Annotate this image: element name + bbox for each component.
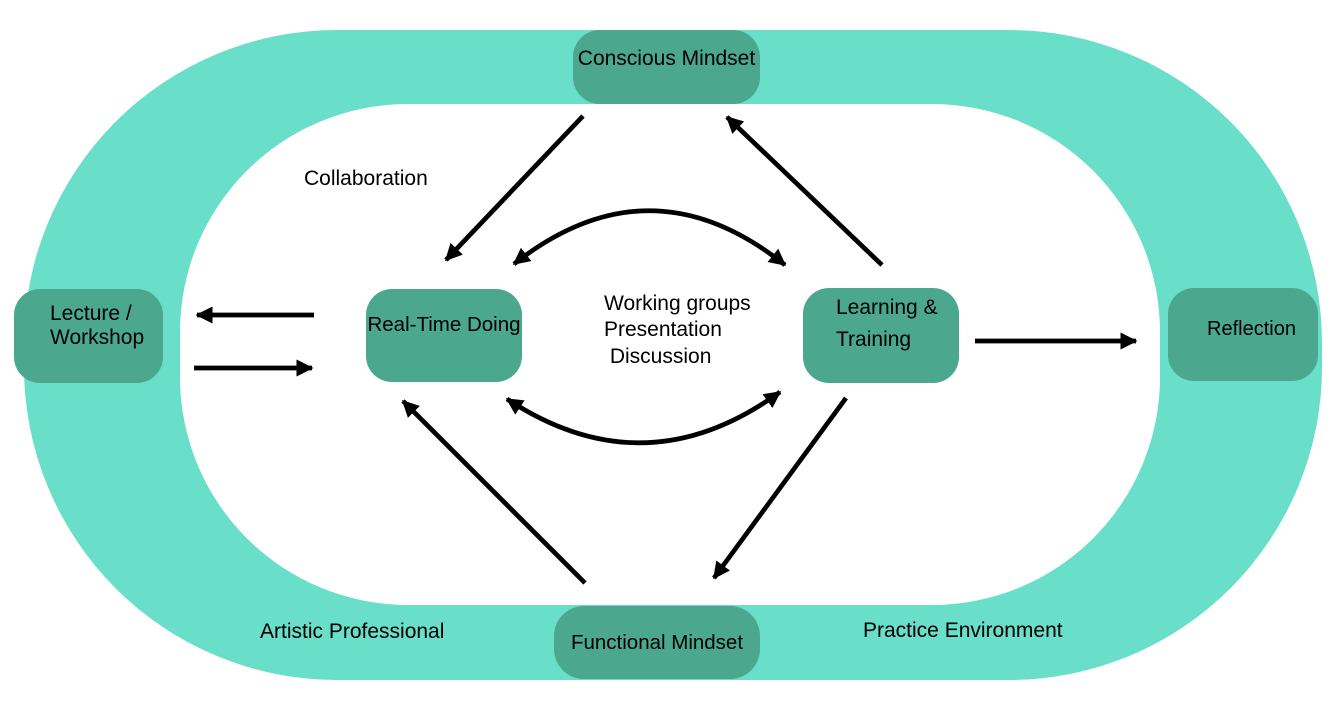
node-functional-mindset: Functional Mindset [554, 606, 760, 679]
node-reflection: Reflection [1168, 288, 1318, 381]
cycle-ring-hole [180, 104, 1160, 605]
node-lecture-workshop: Lecture / Workshop [14, 289, 163, 383]
node-conscious-mindset: Conscious Mindset [573, 30, 760, 104]
node-learning-training: Learning & Training [803, 288, 959, 383]
label-center-activities: Working groups Presentation Discussion [604, 292, 751, 368]
label-practice-environment: Practice Environment [863, 619, 1063, 642]
label-artistic-professional: Artistic Professional [260, 620, 445, 643]
node-real-time-doing: Real-Time Doing [366, 289, 522, 382]
label-collaboration: Collaboration [304, 167, 428, 190]
